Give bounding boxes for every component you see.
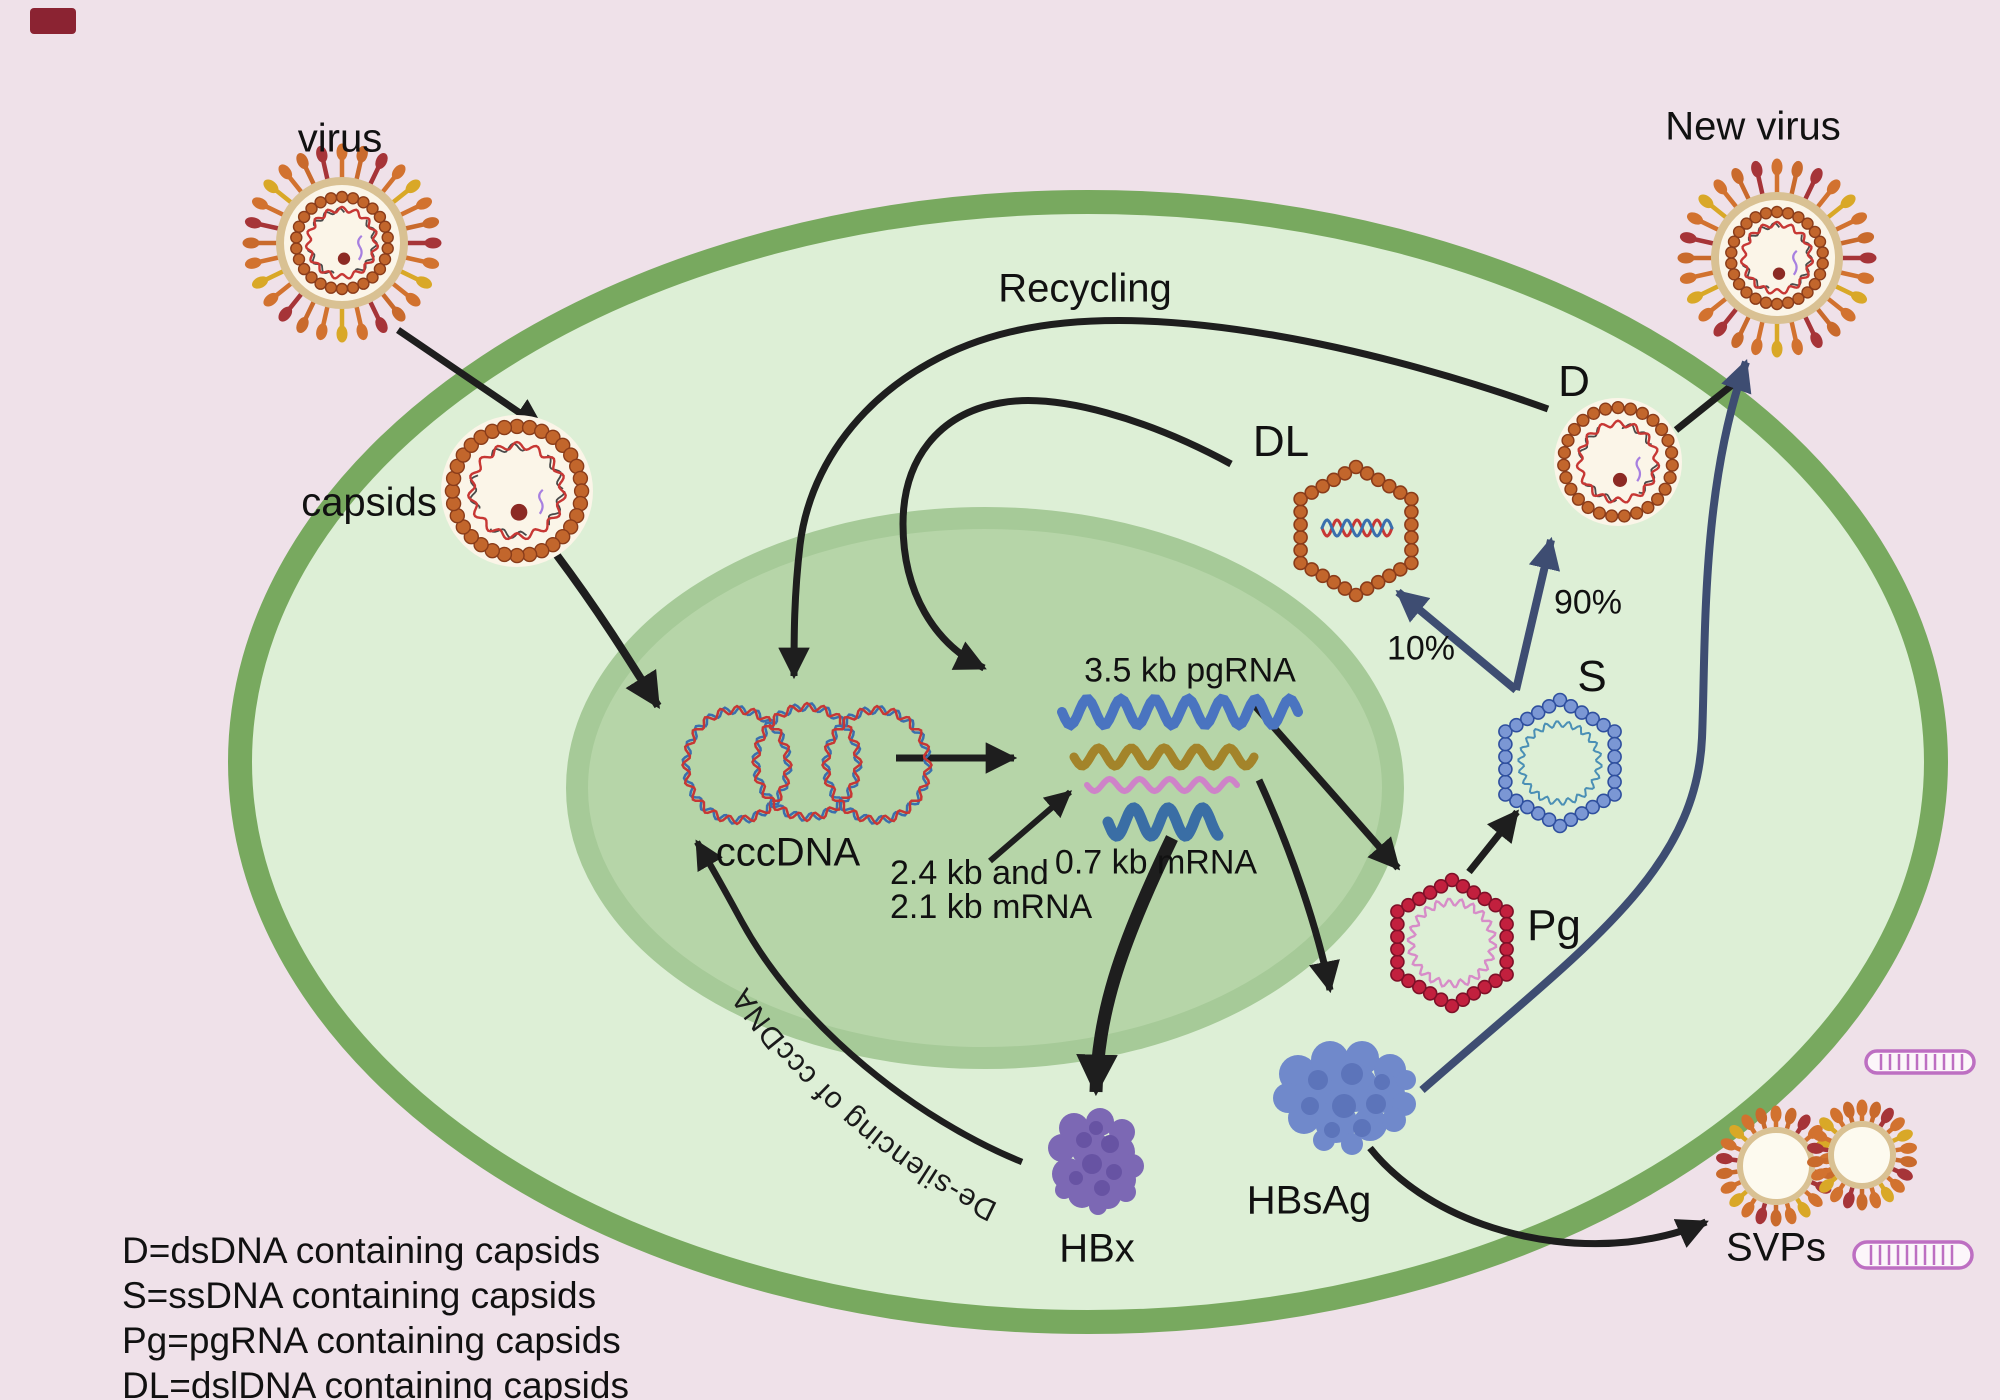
mrna-sizes-label: 2.4 kb and 2.1 kb mRNA bbox=[890, 856, 1092, 924]
d-label: D bbox=[1558, 357, 1590, 406]
legend: D=dsDNA containing capsids S=ssDNA conta… bbox=[122, 1228, 629, 1400]
svp-sphere-small bbox=[1807, 1099, 1917, 1211]
dl-capsid bbox=[1293, 459, 1419, 603]
cccdna-rings bbox=[681, 701, 933, 826]
cccdna-label: cccDNA bbox=[715, 830, 861, 875]
hbsag-label: HBsAg bbox=[1246, 1178, 1372, 1223]
hbx-protein bbox=[1048, 1108, 1144, 1215]
pgrna-label: 3.5 kb pgRNA bbox=[1084, 651, 1296, 690]
corner-marker bbox=[30, 8, 76, 34]
capsid-particle bbox=[441, 415, 593, 567]
artwork-shapes bbox=[228, 143, 1976, 1334]
new-virus-label: New virus bbox=[1665, 104, 1841, 149]
svps-label: SVPs bbox=[1725, 1225, 1827, 1270]
svp-sphere-large bbox=[1716, 1105, 1836, 1227]
pg-label: Pg bbox=[1527, 901, 1581, 950]
s-label: S bbox=[1577, 652, 1607, 701]
rna-transcripts bbox=[1057, 693, 1303, 842]
pct10-label: 10% bbox=[1386, 629, 1456, 668]
hbx-label: HBx bbox=[1059, 1226, 1135, 1271]
black-arrows bbox=[396, 317, 1739, 1248]
capsids-label: capsids bbox=[301, 480, 437, 525]
virus-label: virus bbox=[297, 116, 383, 161]
virus-particle bbox=[242, 143, 442, 343]
svp-filament-top bbox=[1864, 1049, 1976, 1075]
mrna-line-2: 2.1 kb mRNA bbox=[890, 888, 1093, 926]
hbsag-protein bbox=[1273, 1041, 1416, 1155]
mrna-line-1: 2.4 kb and bbox=[890, 854, 1049, 892]
nucleus bbox=[566, 507, 1404, 1069]
s-capsid bbox=[1498, 692, 1622, 834]
legend-item-pg: Pg=pgRNA containing capsids bbox=[122, 1320, 621, 1361]
dl-label: DL bbox=[1252, 417, 1310, 466]
d-capsid bbox=[1554, 398, 1682, 526]
new-virus-particle bbox=[1677, 158, 1877, 358]
pg-capsid bbox=[1390, 872, 1514, 1014]
svp-filament-bottom bbox=[1852, 1240, 1974, 1270]
legend-item-d: D=dsDNA containing capsids bbox=[122, 1230, 601, 1271]
legend-item-s: S=ssDNA containing capsids bbox=[122, 1275, 597, 1316]
recycling-label: Recycling bbox=[998, 266, 1172, 311]
mrna07-label: 0.7 kb mRNA bbox=[1054, 843, 1258, 882]
pct90-label: 90% bbox=[1553, 583, 1623, 622]
navy-arrows bbox=[1395, 358, 1752, 1094]
legend-item-dl: DL=dslDNA containing capsids bbox=[122, 1365, 629, 1400]
